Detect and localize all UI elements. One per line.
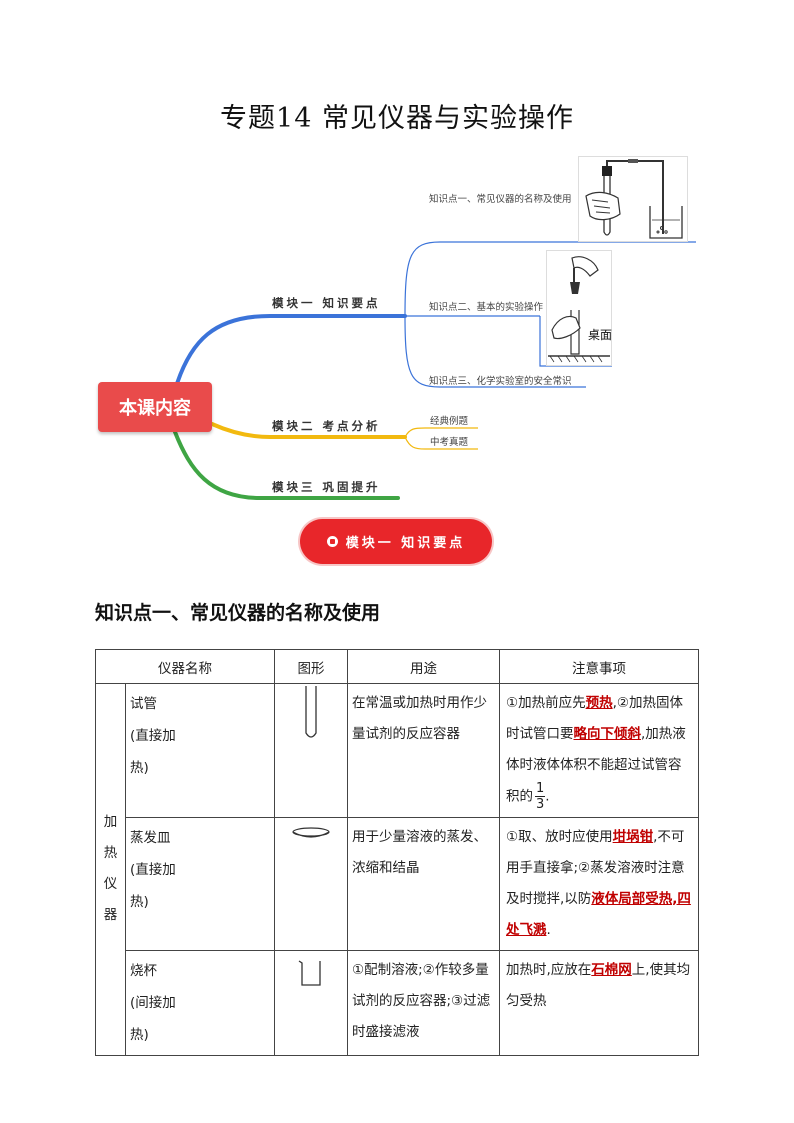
book-icon [326, 536, 338, 547]
instrument-name: 试管 (直接加 热) [125, 683, 275, 818]
name-line: 热) [130, 1026, 149, 1043]
use-cell: 用于少量溶液的蒸发、浓缩和结晶 [347, 816, 500, 951]
desk-label: 桌面 [588, 328, 613, 342]
instrument-name: 烧杯 (间接加 热) [125, 949, 275, 1056]
name-line: (直接加 [130, 861, 176, 878]
name-line: 烧杯 [130, 962, 157, 979]
table-row: 蒸发皿 (直接加 热) 用于少量溶液的蒸发、浓缩和结晶 ①取、放时应使用坩埚钳,… [96, 816, 699, 951]
use-cell: 在常温或加热时用作少量试剂的反应容器 [347, 683, 500, 818]
note-text: ,②加热固体时试管口要 [506, 695, 684, 742]
stopper-insertion-illustration [546, 250, 612, 366]
module-1-button-label: 模块一 知识要点 [345, 536, 466, 551]
header-notes: 注意事项 [499, 649, 699, 684]
evaporating-dish-icon [292, 826, 330, 838]
leaf-knowledge-3: 知识点三、化学实验室的安全常识 [429, 376, 572, 387]
note-highlight: 石棉网 [591, 961, 632, 978]
table-row: 烧杯 (间接加 热) ①配制溶液;②作较多量试剂的反应容器;③过滤时盛接滤液 加… [96, 949, 699, 1056]
note-text: ,不可用手直接拿;②蒸发溶液时注意及时搅拌,以防 [506, 828, 685, 907]
leaf-knowledge-1: 知识点一、常见仪器的名称及使用 [429, 194, 572, 205]
branch-module-2-label: 模块二 考点分析 [272, 419, 381, 433]
instrument-name: 蒸发皿 (直接加 热) [125, 816, 275, 951]
mindmap-center: 本课内容 [98, 382, 212, 432]
category-cell: 加热仪器 [95, 683, 126, 1056]
note-cell: ①加热前应先预热,②加热固体时试管口要略向下倾斜,加热液体时液体体积不能超过试管… [499, 683, 699, 818]
header-figure: 图形 [274, 649, 348, 684]
section-heading: 知识点一、常见仪器的名称及使用 [95, 602, 381, 624]
note-text: 加热时,应放在 [506, 961, 592, 978]
mind-map-lines [173, 241, 696, 500]
name-line: 热) [130, 760, 149, 776]
test-tube-icon [305, 686, 317, 738]
note-cell: 加热时,应放在石棉网上,使其均匀受热 [499, 949, 699, 1056]
mind-map: 本课内容 模块一 知识要点 模块二 考点分析 模块三 巩固提升 知识点一、常见仪… [98, 156, 696, 500]
note-highlight: 略向下倾斜 [573, 726, 642, 742]
note-text: . [546, 921, 551, 938]
note-text: ①取、放时应使用 [506, 828, 613, 845]
module-1-button[interactable]: 模块一 知识要点 [300, 519, 492, 564]
name-line: (直接加 [130, 728, 176, 744]
beaker-icon [298, 959, 321, 986]
category-label: 加热仪器 [103, 814, 118, 924]
name-line: 蒸发皿 [130, 829, 171, 846]
note-text: ,加热液体时液体体积不能超过试管容积的 [506, 726, 686, 805]
table-header-row: 仪器名称 图形 用途 注意事项 [95, 649, 699, 684]
figure-cell [274, 816, 348, 951]
fraction-numerator: 1 [535, 781, 546, 797]
use-cell: ①配制溶液;②作较多量试剂的反应容器;③过滤时盛接滤液 [347, 949, 500, 1056]
note-highlight: 液体局部受热,四处飞溅 [506, 890, 691, 938]
note-highlight: 预热 [585, 695, 613, 711]
airtightness-check-illustration [578, 156, 688, 242]
instrument-table: 仪器名称 图形 用途 注意事项 加热仪器 试管 (直接加 热) 在常温或加热时用… [95, 649, 699, 1056]
name-line: (间接加 [130, 994, 176, 1011]
note-highlight: 坩埚钳 [612, 828, 654, 845]
header-name: 仪器名称 [95, 649, 275, 684]
name-line: 热) [130, 893, 149, 910]
leaf-classic-examples: 经典例题 [430, 416, 469, 427]
leaf-exam-questions: 中考真题 [430, 437, 469, 448]
fraction-denominator: 3 [536, 797, 545, 812]
figure-cell [274, 949, 348, 1056]
header-use: 用途 [347, 649, 500, 684]
branch-module-3-label: 模块三 巩固提升 [272, 480, 381, 494]
page-title: 专题14 常见仪器与实验操作 [220, 103, 574, 134]
note-text: ①加热前应先 [506, 695, 586, 711]
table-row: 加热仪器 试管 (直接加 热) 在常温或加热时用作少量试剂的反应容器 ①加热前应… [95, 683, 699, 1056]
note-text: 上,使其均匀受热 [506, 961, 691, 1009]
name-line: 试管 [130, 696, 157, 712]
note-cell: ①取、放时应使用坩埚钳,不可用手直接拿;②蒸发溶液时注意及时搅拌,以防液体局部受… [499, 816, 699, 951]
figure-cell [274, 683, 348, 818]
leaf-knowledge-2: 知识点二、基本的实验操作 [429, 302, 544, 313]
branch-module-1-label: 模块一 知识要点 [272, 296, 381, 310]
